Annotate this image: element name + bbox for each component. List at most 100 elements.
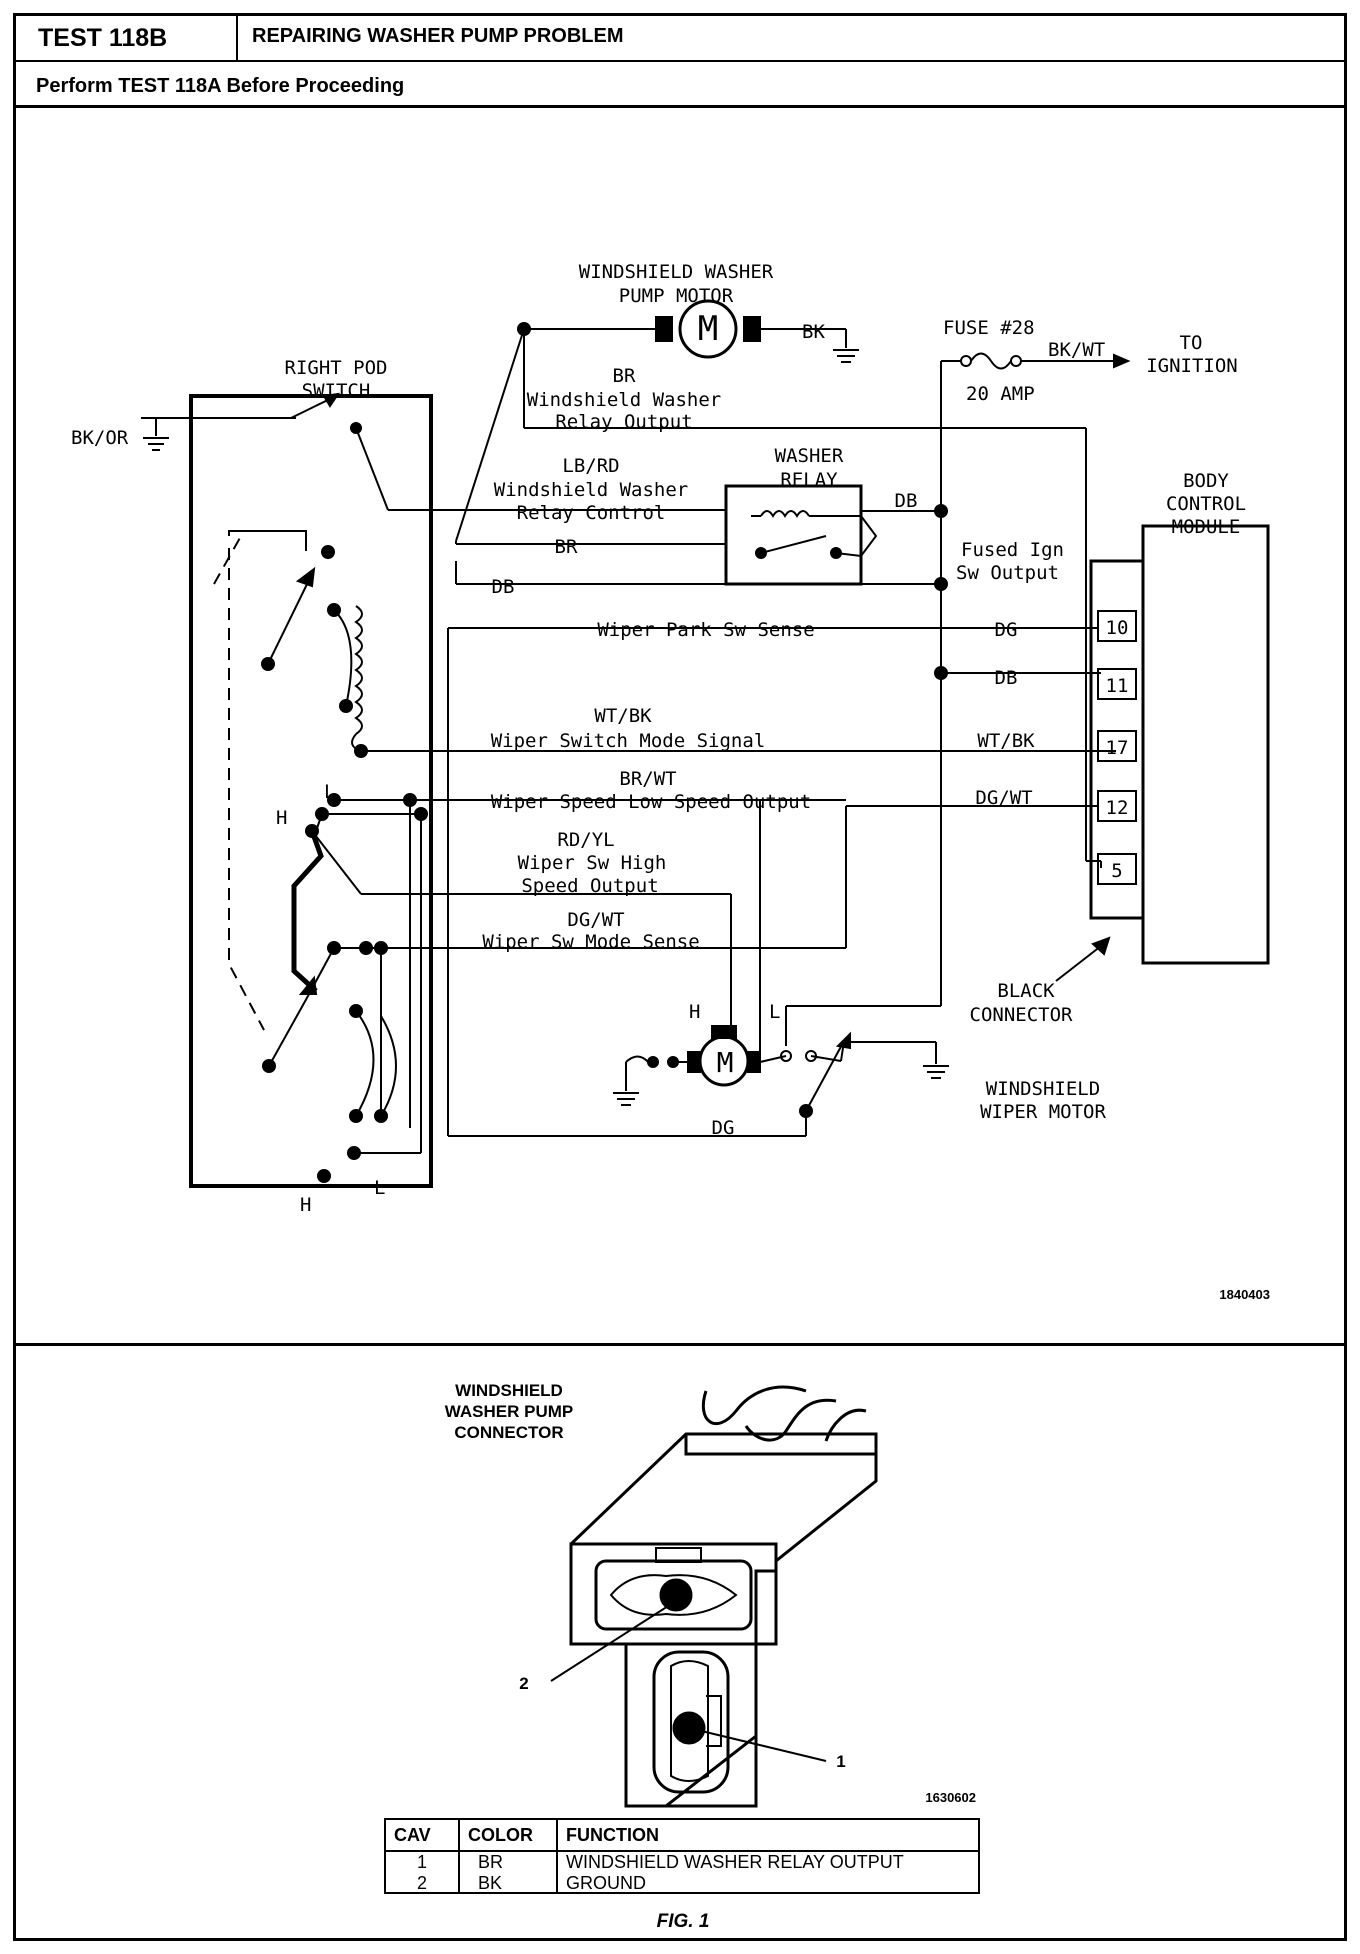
- cavity-2-latch: [655, 1547, 702, 1563]
- switch-arrow: [322, 392, 341, 408]
- switch-contact: [339, 699, 353, 713]
- bkwt-label: BK/WT: [1048, 339, 1105, 361]
- motor-terminal: [687, 1051, 701, 1073]
- wire-lead: [824, 1408, 867, 1442]
- table-cell-cav: 2: [386, 1873, 460, 1894]
- connector-ref-number: 1630602: [925, 1790, 976, 1805]
- motor-winding: [625, 1055, 649, 1063]
- connector-illustration: [550, 1385, 878, 1808]
- table-header-row: CAV COLOR FUNCTION: [386, 1820, 978, 1852]
- wtbk-label: WT/BK: [594, 705, 652, 727]
- switch-link: [228, 530, 307, 551]
- pin-label: 12: [1106, 797, 1129, 819]
- wire-rdyl-stub: [311, 830, 362, 895]
- wiper-motor-title: WIPER MOTOR: [980, 1101, 1106, 1123]
- bcm-pin-10: [1097, 610, 1137, 642]
- test-id: TEST 118B: [16, 16, 238, 60]
- wire-lead: [701, 1385, 807, 1425]
- cavity-1-latch: [706, 1695, 722, 1747]
- mode-sense-label: Wiper Sw Mode Sense: [482, 931, 699, 953]
- low-speed-label: Wiper Speed Low Speed Output: [491, 791, 811, 813]
- callout-2-label: 2: [519, 1674, 528, 1693]
- switch-arc: [355, 1010, 375, 1117]
- dg-motor-label: DG: [712, 1117, 735, 1139]
- table-row: 1 BR WINDSHIELD WASHER RELAY OUTPUT: [386, 1851, 978, 1873]
- switch-bar: [291, 830, 324, 993]
- table-header-color: COLOR: [459, 1820, 558, 1852]
- table-header-cav: CAV: [386, 1820, 460, 1852]
- bcm-pin-17: [1097, 730, 1137, 762]
- body-control-module-box: [1141, 524, 1270, 965]
- brwt-label: BR/WT: [619, 768, 676, 790]
- callout-line-2: [550, 1600, 677, 1682]
- dgwt-label: DG/WT: [975, 787, 1032, 809]
- cavity-2-inner: [609, 1574, 738, 1616]
- h-label: H: [689, 1001, 700, 1023]
- bcm-pin-5: [1097, 853, 1137, 885]
- fuse-symbol: [970, 352, 1012, 370]
- page-frame: TEST 118B REPAIRING WASHER PUMP PROBLEM …: [13, 13, 1347, 1941]
- fused-ign-label: Fused Ign: [961, 539, 1064, 561]
- table-cell-function: WINDSHIELD WASHER RELAY OUTPUT: [566, 1852, 904, 1872]
- park-switch-contact: [799, 1104, 813, 1118]
- arrow-to-ignition: [1113, 353, 1131, 369]
- bcm-pin-11: [1097, 668, 1137, 700]
- cavity-1-outline: [652, 1650, 730, 1794]
- relay-output-label: Windshield Washer: [527, 389, 721, 411]
- table-cell-color: BR: [459, 1851, 558, 1873]
- relay-blade: [760, 535, 827, 554]
- pin-label: 11: [1106, 675, 1129, 697]
- switch-arrow: [295, 566, 316, 588]
- table-row: 2 BK GROUND: [386, 1873, 978, 1894]
- high-speed-label: Wiper Sw High: [518, 852, 667, 874]
- switch-contact: [374, 1109, 388, 1123]
- connector-callout-line: [1055, 945, 1102, 982]
- table-header-function: FUNCTION: [557, 1820, 978, 1852]
- motor-symbol-label: M: [717, 1046, 734, 1079]
- pod-switch-box: [189, 394, 433, 1188]
- wiper-motor-title: WINDSHIELD: [986, 1078, 1100, 1100]
- pin-label: 17: [1106, 737, 1129, 759]
- switch-arc: [333, 609, 353, 707]
- switch-contact: [317, 1169, 331, 1183]
- table-cell-cav: 1: [386, 1851, 460, 1873]
- bk-label: BK: [802, 321, 825, 343]
- header-row: TEST 118B REPAIRING WASHER PUMP PROBLEM: [16, 16, 1344, 62]
- dashed-link: [213, 535, 265, 1031]
- wiper-park-label: Wiper Park Sw Sense: [597, 619, 814, 641]
- br-label: BR: [555, 536, 578, 558]
- h-label: H: [300, 1194, 311, 1216]
- park-switch-lead: [810, 1055, 842, 1062]
- switch-contact: [349, 1109, 363, 1123]
- pin-label: 10: [1106, 617, 1129, 639]
- pod-switch-title: RIGHT POD: [285, 357, 388, 379]
- ground-symbol-wiper: [923, 1065, 949, 1079]
- connector-callout-arrow: [1091, 936, 1111, 956]
- page-title: REPAIRING WASHER PUMP PROBLEM: [252, 25, 624, 47]
- prerequisite-row: Perform TEST 118A Before Proceeding: [16, 62, 1344, 108]
- relay-control-label: Windshield Washer: [494, 479, 688, 501]
- washer-relay-title: RELAY: [780, 469, 838, 491]
- black-connector-label: BLACK: [997, 980, 1055, 1002]
- h-label: H: [276, 807, 287, 829]
- cavity-1-inner: [670, 1660, 709, 1782]
- connector-title: WASHER PUMP: [445, 1402, 573, 1421]
- wiper-mode-signal-label: Wiper Switch Mode Signal: [491, 730, 766, 752]
- section-divider: [16, 1343, 1344, 1346]
- washer-relay-box: [724, 484, 863, 586]
- switch-contact: [347, 1146, 361, 1160]
- resistor-coil: [354, 605, 363, 735]
- connector-face-stem: [624, 1642, 758, 1808]
- prerequisite-text: Perform TEST 118A Before Proceeding: [36, 75, 405, 97]
- motor-contact: [647, 1056, 659, 1068]
- bcm-title: CONTROL: [1166, 493, 1246, 515]
- pump-motor-title: WINDSHIELD WASHER: [579, 261, 774, 283]
- motor-terminal: [743, 316, 761, 342]
- wiring-schematic: WINDSHIELD WASHER PUMP MOTOR M BK FUSE #…: [71, 261, 1270, 1808]
- wire-lbrd-stub: [355, 427, 389, 511]
- switch-blade: [267, 575, 312, 665]
- schematic-ref-number: 1840403: [1219, 1287, 1270, 1302]
- bcm-title: MODULE: [1172, 516, 1241, 538]
- wtbk-label: WT/BK: [977, 730, 1035, 752]
- connector-title: CONNECTOR: [454, 1423, 563, 1442]
